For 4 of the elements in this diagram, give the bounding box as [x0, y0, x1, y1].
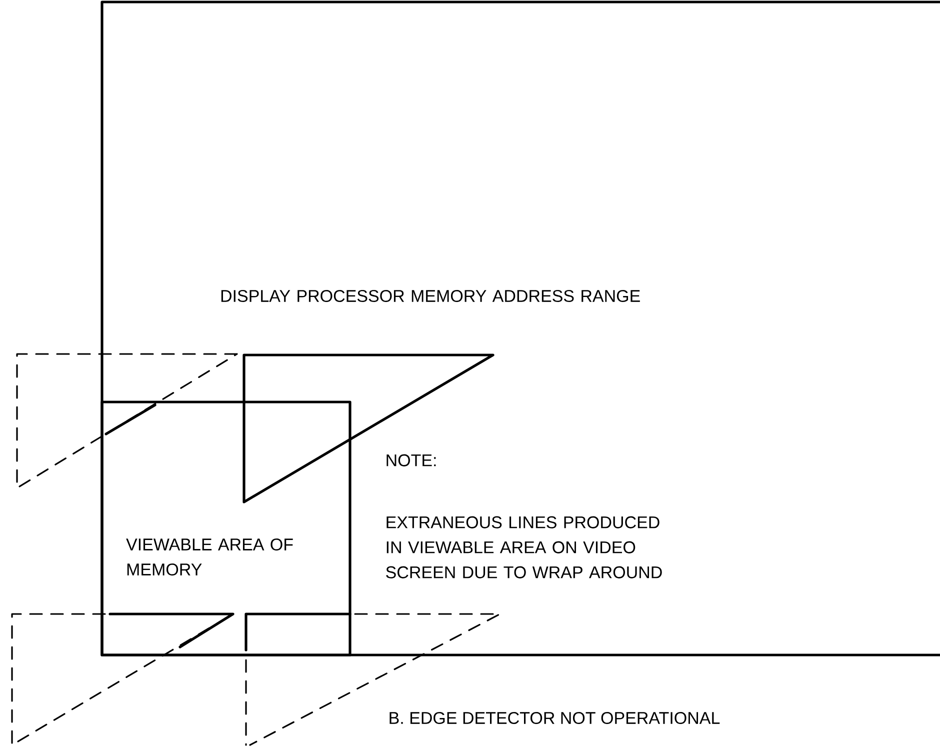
viewable-area-box: VIEWABLE AREA OF MEMORY — [100, 400, 352, 656]
note-text: NOTE: — [386, 454, 436, 466]
caption: B. EDGE DETECTOR NOT OPERATIONAL — [390, 712, 720, 724]
note-text: EXTRANEOUS LINES PRODUCED IN VIEWABLE AREA ON VIDEO SCREEN DUE TO WRAP AROUND — [386, 516, 662, 578]
